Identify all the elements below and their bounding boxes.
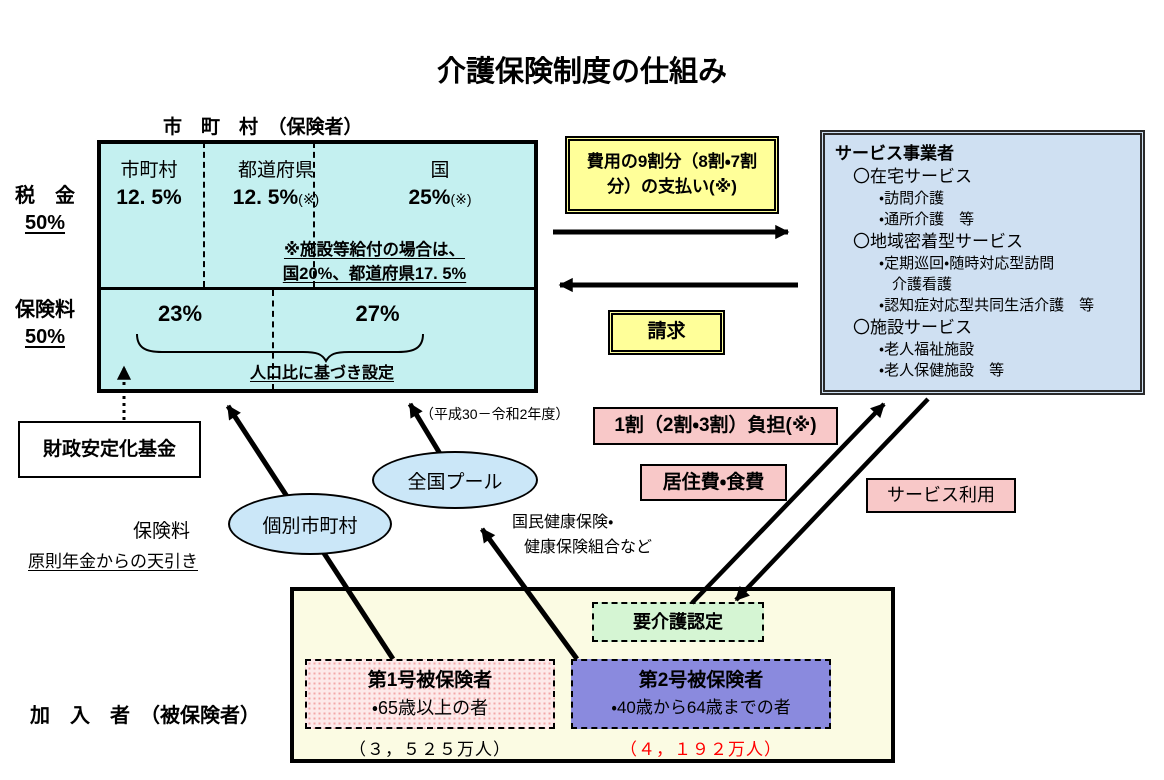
provider-line: ・訪問介護 — [879, 190, 945, 207]
pension-deduction-note: 原則年金からの天引き — [28, 552, 198, 571]
page-title: 介護保険制度の仕組み — [436, 56, 727, 88]
cell-name: 国 — [430, 160, 450, 181]
insured-no1-title: 第1号被保険者 — [367, 670, 493, 691]
funding-box-divider — [97, 287, 538, 290]
members-label: 加 入 者 （被保険者） — [30, 705, 260, 727]
payment-note-box: 費用の9割分（8割・7割分）の支払い(※) — [565, 136, 779, 214]
facility-benefit-note: ※施設等給付の場合は、 国20%、都道府県17. 5% — [232, 238, 517, 286]
provider-line: ・定期巡回・随時対応型訪問 — [879, 255, 1055, 272]
cell-pct: 12. 5% — [232, 186, 299, 209]
premium-50-label: 保険料 50% — [5, 297, 85, 351]
claim-box: 請求 — [608, 310, 725, 355]
premium-pct-27: 27% — [355, 301, 400, 326]
divider-dashed-1 — [203, 142, 205, 287]
premium-label-text: 保険料 — [15, 299, 75, 321]
insured-no2-box: 第2号被保険者 ・40歳から64歳までの者 — [571, 659, 831, 729]
funding-cell-nation: 国 25%(※) — [375, 158, 505, 213]
municipal-ellipse: 個別市町村 — [228, 493, 392, 555]
facility-note-line2: 国20%、都道府県17. 5% — [282, 265, 467, 283]
service-provider-panel: サービス事業者 〇在宅サービス ・訪問介護 ・通所介護 等 〇地域密着型サービス… — [820, 130, 1145, 395]
cell-name: 都道府県 — [237, 160, 314, 181]
health-note-line1: 国民健康保険・ — [512, 514, 614, 531]
funding-cell-prefecture: 都道府県 12. 5%(※) — [206, 158, 346, 213]
insured-no1-desc: ・65歳以上の者 — [371, 698, 489, 718]
tax-label-text: 税 金 — [15, 185, 75, 207]
era-note: （平成30－令和2年度） — [420, 406, 570, 422]
cell-pct: 25% — [408, 186, 451, 209]
cell-pct: 12. 5% — [116, 186, 182, 209]
provider-title: サービス事業者 — [835, 144, 954, 163]
provider-line: ・通所介護 等 — [879, 211, 975, 228]
service-use-box: サービス利用 — [866, 478, 1016, 513]
provider-line: ・認知症対応型共同生活介護 等 — [879, 297, 1095, 314]
care-certification-box: 要介護認定 — [592, 602, 764, 642]
provider-line: 〇地域密着型サービス — [853, 232, 1023, 251]
burden-box: 1割（2割・3割）負担(※) — [593, 407, 838, 445]
premium-pct-23: 23% — [157, 301, 203, 326]
insured-no1-box: 第1号被保険者 ・65歳以上の者 — [305, 659, 555, 729]
health-note-line2: 健康保険組合など — [524, 539, 653, 556]
funding-cell-municipality: 市町村 12. 5% — [100, 158, 198, 211]
insured-no2-desc: ・40歳から64歳までの者 — [611, 698, 791, 717]
health-insurance-note: 国民健康保険・ 健康保険組合など — [512, 510, 652, 560]
provider-line: ・老人保健施設 等 — [879, 362, 1005, 379]
population-ratio-note: 人口比に基づき設定 — [249, 365, 394, 382]
provider-line: 〇施設サービス — [853, 318, 972, 337]
cell-mark: (※) — [298, 191, 320, 207]
provider-line: ・老人福祉施設 — [879, 341, 975, 358]
premium-source-label: 保険料 — [133, 521, 191, 542]
facility-note-line1: ※施設等給付の場合は、 — [283, 241, 466, 259]
premium-pct: 50% — [24, 326, 66, 348]
divider-dashed-2 — [313, 142, 315, 287]
national-pool-ellipse: 全国プール — [372, 451, 538, 509]
insured-no2-count: （４，１９２万人） — [620, 740, 782, 759]
provider-line: 〇在宅サービス — [853, 167, 972, 186]
insured-no2-title: 第2号被保険者 — [638, 670, 764, 691]
cell-mark: (※) — [450, 191, 472, 207]
insured-no1-count: （３，５２５万人） — [349, 740, 511, 759]
provider-line: 介護看護 — [892, 276, 953, 293]
living-cost-box: 居住費・食費 — [640, 464, 787, 501]
cell-name: 市町村 — [120, 160, 178, 181]
stability-fund-box: 財政安定化基金 — [18, 421, 201, 478]
insurer-label: 市 町 村 （保険者） — [163, 117, 363, 138]
tax-label: 税 金 50% — [5, 183, 85, 237]
tax-pct: 50% — [24, 212, 66, 234]
